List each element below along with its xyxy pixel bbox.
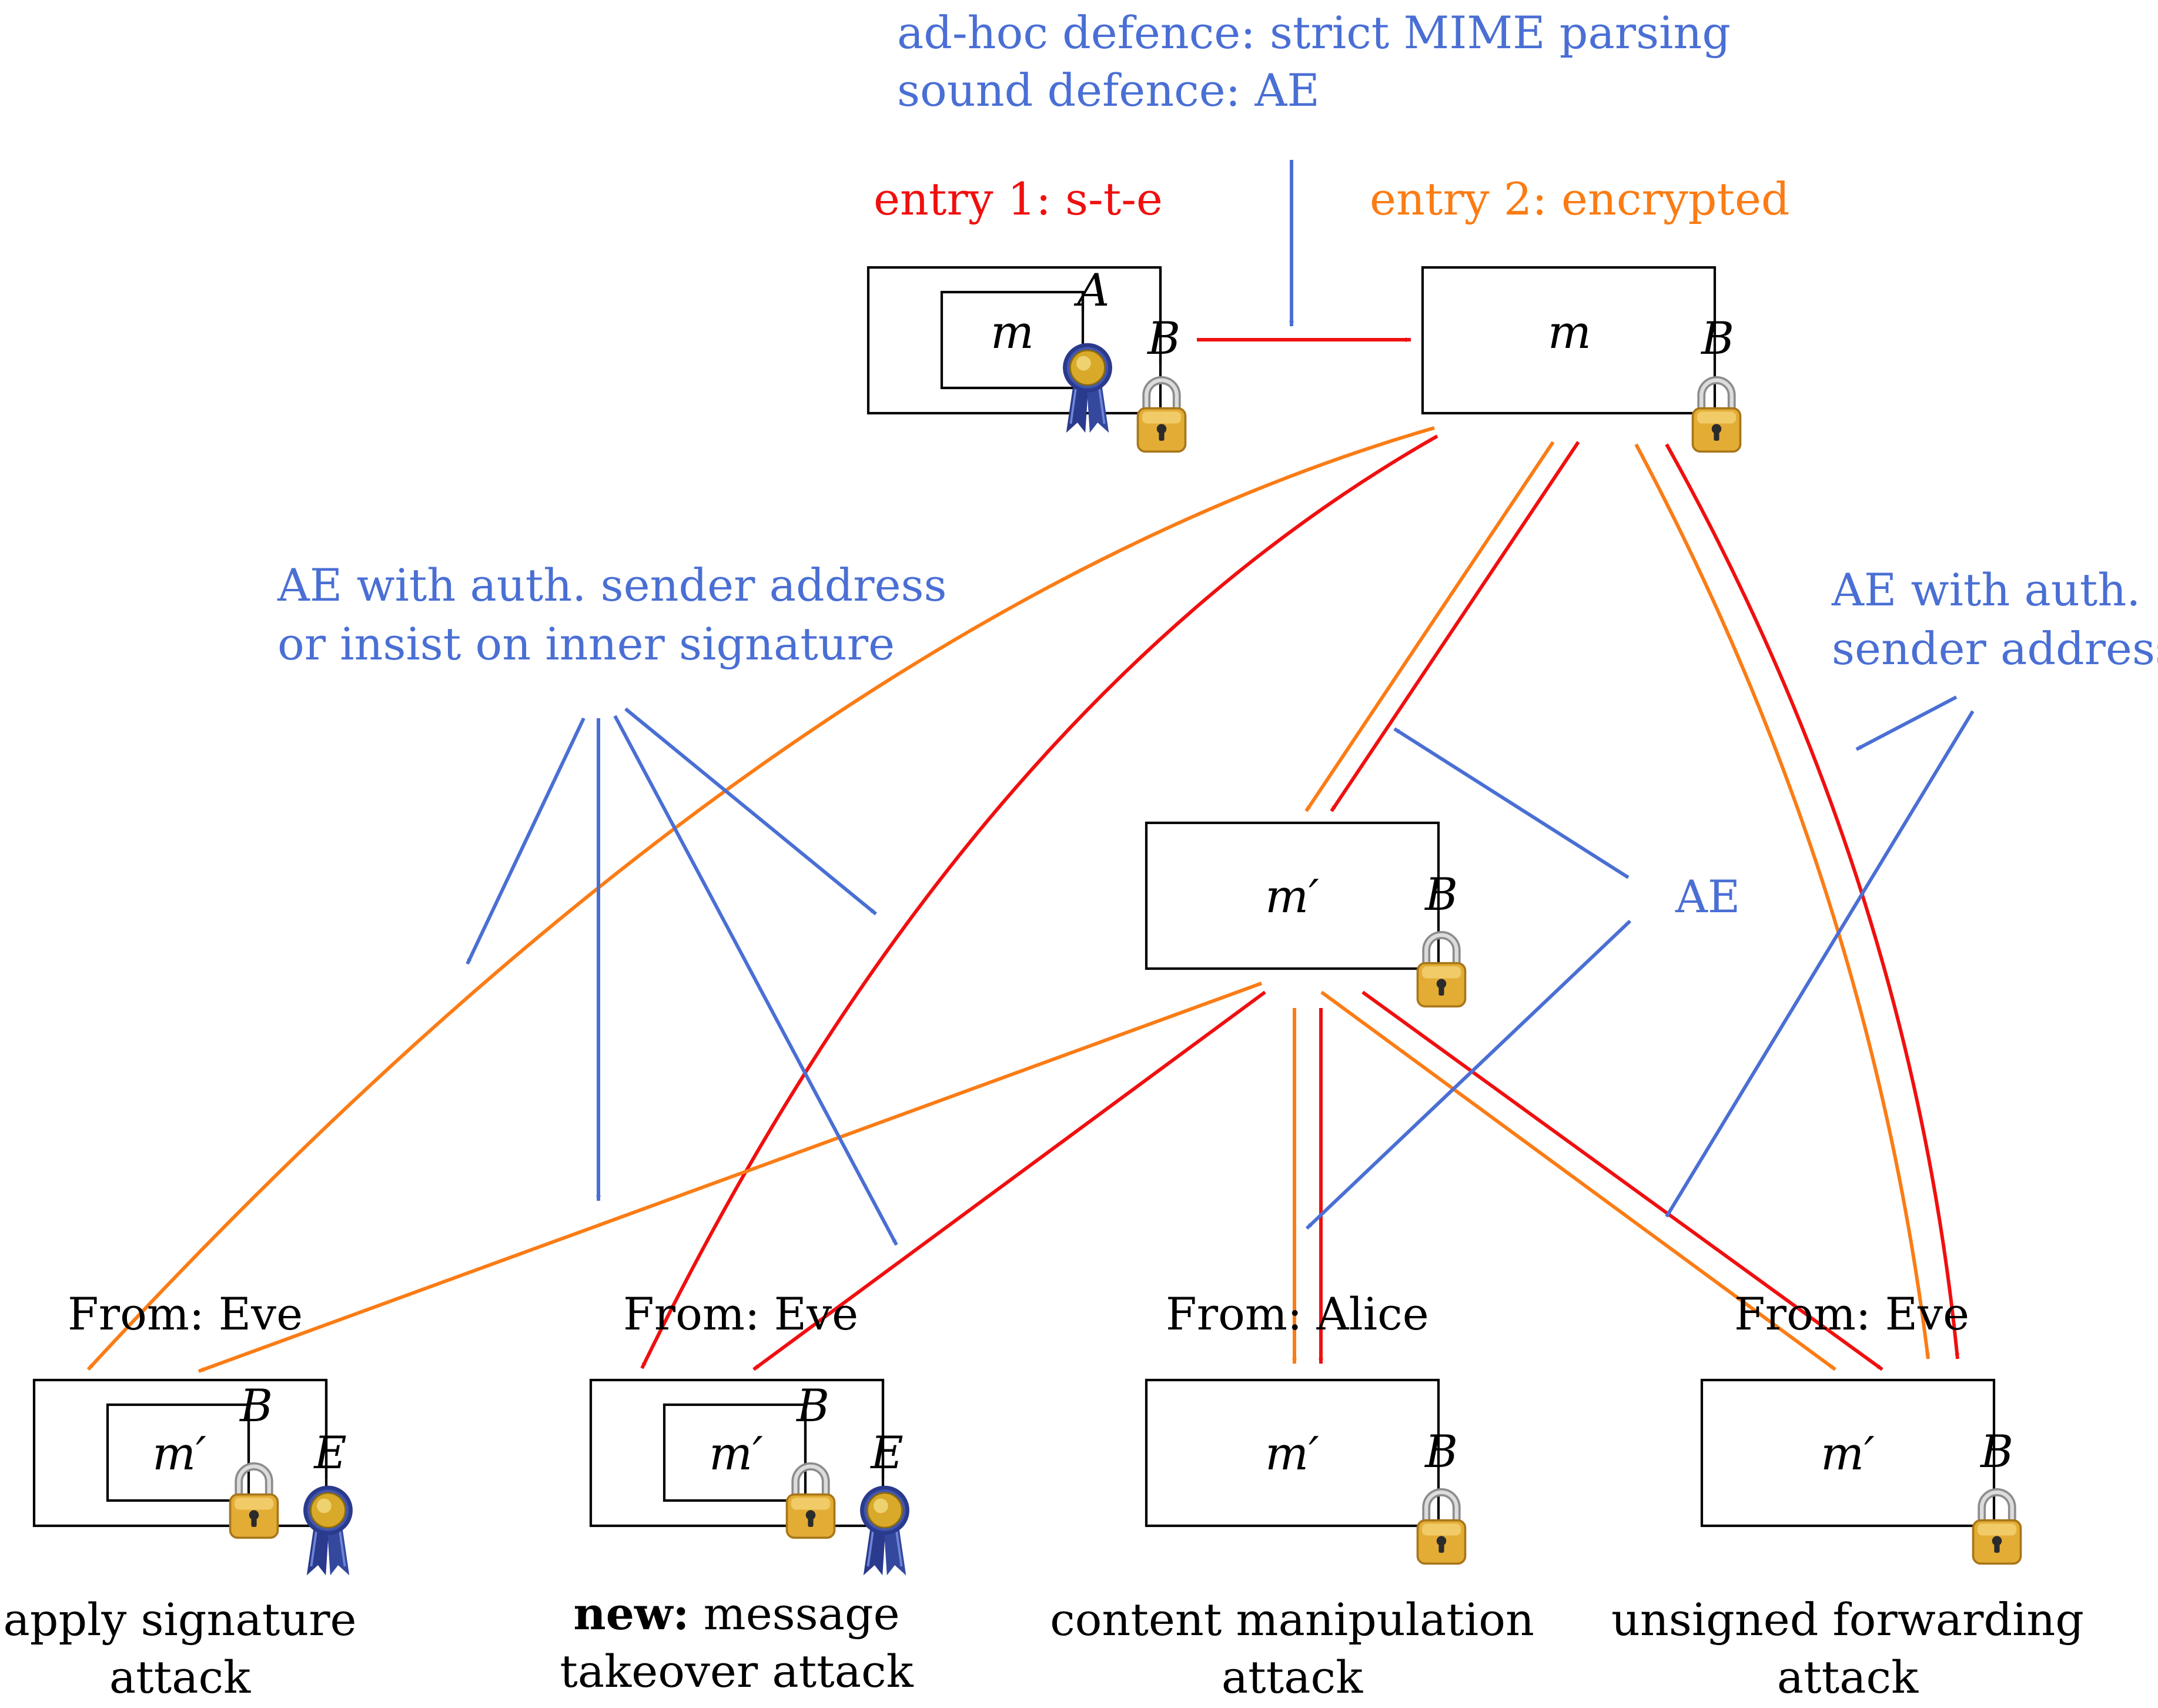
attack-from-line: From: Alice — [1166, 1288, 1429, 1340]
red-arrow-to-unsigned-forwarding — [1665, 443, 1960, 1359]
ae-label: AE — [1675, 870, 1740, 923]
attack-message: m′ — [1821, 1428, 1875, 1481]
attack-key: B — [1979, 1425, 2013, 1478]
blue-arrow-ae-to-content-manipulation — [1305, 919, 1632, 1230]
attack-label-line2: attack — [109, 1651, 251, 1703]
attack-message: m′ — [152, 1428, 206, 1481]
lock-icon — [1973, 1492, 2021, 1563]
blue-arrow-ae-to-middle-transition — [1393, 727, 1630, 879]
signature-seal-icon — [302, 1484, 354, 1577]
attack-message: m′ — [709, 1428, 763, 1481]
left-note-line2: or insist on inner signature — [277, 618, 895, 670]
attack-from-line: From: Eve — [1734, 1288, 1969, 1340]
attack-key: B — [1424, 1425, 1458, 1478]
entry1-outer-key: B — [1146, 312, 1180, 364]
red-arrow-to-message-takeover — [640, 434, 1438, 1369]
blue-arrow-left-3 — [613, 715, 898, 1246]
lock-icon — [230, 1466, 278, 1538]
top-note-line1: ad-hoc defence: strict MIME parsing — [897, 6, 1731, 59]
middle-box: m′ B — [1145, 821, 1466, 1006]
attack-message: m′ — [1265, 1428, 1319, 1481]
entry1-box: m A B — [866, 264, 1185, 451]
red-arrow-to-middle — [1330, 441, 1580, 812]
orange-arrow-to-unsigned-forwarding — [1634, 443, 1931, 1359]
top-note-line2: sound defence: AE — [897, 64, 1320, 116]
entry2-key: B — [1700, 312, 1734, 364]
attack-inner-key: B — [239, 1379, 273, 1432]
blue-arrow-right-2 — [1665, 710, 1975, 1218]
right-note-line2: sender address — [1832, 622, 2158, 675]
lock-icon — [1418, 1492, 1466, 1563]
orange-arrow-middle-to-unsigned-forwarding — [1320, 990, 1836, 1371]
orange-arrow-to-apply-signature — [86, 426, 1435, 1371]
lock-icon — [787, 1466, 835, 1538]
attack-label-line1: new: message — [573, 1588, 899, 1640]
red-arrow-middle-to-unsigned-forwarding — [1361, 990, 1883, 1371]
attack-message-takeover: From: Eve m′ B E new: message takeover a… — [560, 1288, 914, 1697]
middle-key: B — [1424, 868, 1458, 920]
attack-label-line2: takeover attack — [560, 1645, 914, 1697]
blue-arrow-left-4 — [624, 707, 877, 916]
attack-outer-key: E — [313, 1426, 346, 1479]
red-arrow-middle-to-message-takeover — [752, 990, 1266, 1371]
attack-apply-signature: From: Eve m′ B E apply signature attack — [3, 1288, 356, 1703]
entry2-label: entry 2: encrypted — [1370, 173, 1790, 225]
attack-from-line: From: Eve — [68, 1288, 303, 1340]
attack-inner-key: B — [795, 1379, 829, 1432]
attack-label-line2: attack — [1222, 1651, 1363, 1703]
attack-label-line2: attack — [1777, 1651, 1919, 1703]
lock-icon — [1418, 935, 1466, 1006]
lock-icon — [1693, 380, 1741, 451]
attack-label-line1: content manipulation — [1050, 1593, 1534, 1646]
right-note-line1: AE with auth. — [1831, 564, 2140, 616]
middle-message: m′ — [1265, 870, 1319, 923]
blue-arrow-left-1 — [466, 717, 585, 965]
attack-label-line1: unsigned forwarding — [1611, 1593, 2084, 1646]
attack-from-line: From: Eve — [623, 1288, 858, 1340]
attack-outer-key: E — [869, 1426, 903, 1479]
entry1-label: entry 1: s-t-e — [874, 173, 1163, 225]
entry2-box: m B — [1421, 266, 1741, 451]
attack-label-line1: apply signature — [3, 1593, 356, 1646]
orange-arrow-to-middle — [1304, 441, 1555, 812]
left-note-line1: AE with auth. sender address — [277, 559, 947, 611]
signature-seal-icon — [859, 1484, 911, 1577]
entry1-inner-key: A — [1074, 264, 1110, 316]
orange-arrow-middle-to-apply-signature — [198, 982, 1263, 1373]
attack-unsigned-forwarding: From: Eve m′ B unsigned forwarding attac… — [1611, 1288, 2084, 1703]
blue-arrow-right-1 — [1855, 695, 1958, 751]
entry2-message: m — [1548, 306, 1591, 359]
attack-content-manipulation: From: Alice m′ B content manipulation at… — [1050, 1288, 1534, 1703]
entry1-message: m — [991, 306, 1034, 359]
